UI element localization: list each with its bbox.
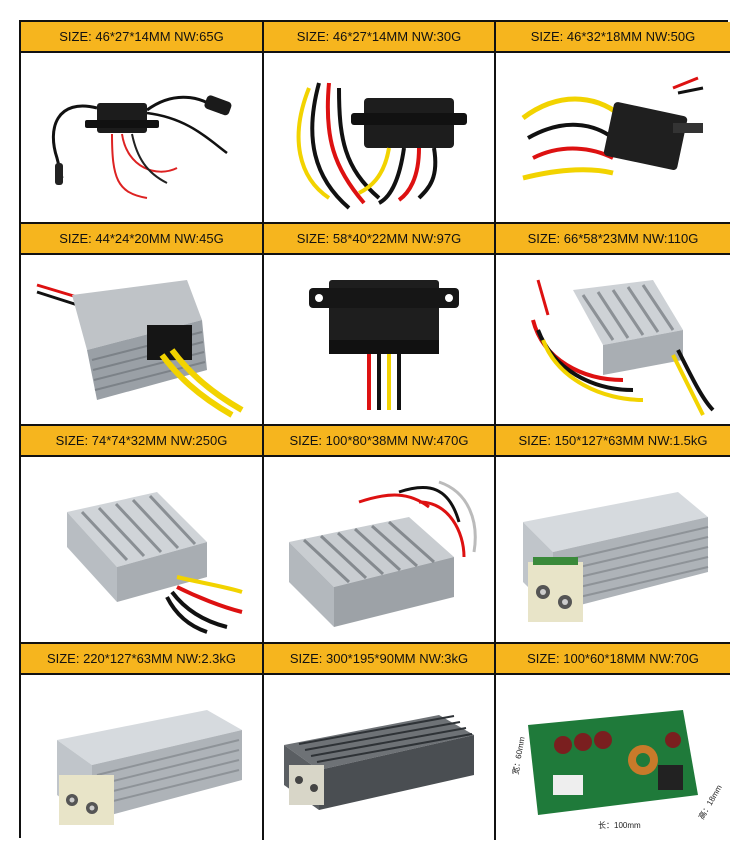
converter-finned-small-image [531, 279, 715, 416]
product-size-label: SIZE: 66*58*23MM NW:110G [496, 224, 730, 255]
product-size-label: SIZE: 74*74*32MM NW:250G [21, 426, 264, 457]
converter-aluminum-small-image [36, 279, 243, 418]
product-size-label: SIZE: 300*195*90MM NW:3kG [264, 644, 496, 675]
product-size-label: SIZE: 100*80*38MM NW:470G [264, 426, 496, 457]
pcb-width-label: 宽：60mm [510, 736, 527, 776]
product-image-cell [264, 457, 496, 644]
product-size-label: SIZE: 58*40*22MM NW:97G [264, 224, 496, 255]
converter-heatsink-terminal-image [523, 492, 709, 622]
product-image-cell [496, 53, 730, 224]
converter-dark-xxl-image [284, 715, 474, 810]
product-size-label: SIZE: 44*24*20MM NW:45G [21, 224, 264, 255]
product-size-label: SIZE: 46*32*18MM NW:50G [496, 22, 730, 53]
product-image-cell [264, 53, 496, 224]
product-size-label: SIZE: 150*127*63MM NW:1.5kG [496, 426, 730, 457]
product-size-label: SIZE: 100*60*18MM NW:70G [496, 644, 730, 675]
product-image-cell: 长：100mm 宽：60mm 高：18mm [496, 675, 730, 840]
product-size-label: SIZE: 220*127*63MM NW:2.3kG [21, 644, 264, 675]
product-size-label: SIZE: 46*27*14MM NW:30G [264, 22, 496, 53]
product-image-cell [496, 457, 730, 644]
product-size-label: SIZE: 46*27*14MM NW:65G [21, 22, 264, 53]
pcb-length-label: 长：100mm [598, 820, 641, 830]
product-image-cell [264, 255, 496, 426]
product-image-cell [264, 675, 496, 840]
product-size-grid: SIZE: 46*27*14MM NW:65G SIZE: 46*27*14MM… [19, 20, 730, 840]
converter-finned-medium-image [66, 492, 243, 634]
product-image-cell [21, 255, 264, 426]
converter-small-cable-image [51, 94, 231, 199]
product-image-cell [21, 457, 264, 644]
converter-heatsink-xl-image [56, 710, 242, 825]
converter-medium-image [521, 76, 704, 180]
product-image-cell [496, 255, 730, 426]
converter-four-wire-image [296, 81, 467, 210]
converter-pcb-board-image: 长：100mm 宽：60mm 高：18mm [510, 710, 723, 830]
product-image-cell [21, 53, 264, 224]
pcb-height-label: 高：18mm [696, 783, 723, 821]
converter-black-box-image [309, 279, 459, 410]
product-image-cell [21, 675, 264, 840]
converter-finned-large-image [289, 480, 477, 627]
